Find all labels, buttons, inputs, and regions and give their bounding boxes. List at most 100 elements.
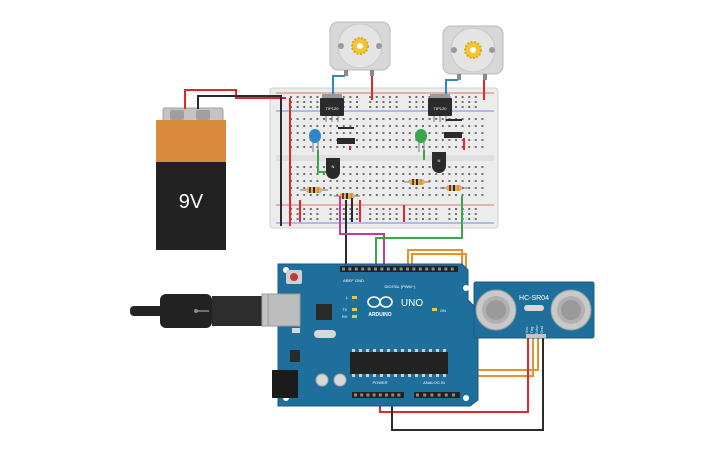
hole [474, 118, 477, 120]
hole [428, 194, 431, 196]
hole [342, 187, 345, 189]
diode-right[interactable] [444, 132, 462, 138]
npn-transistor-right[interactable]: N [432, 152, 446, 173]
resistor-1[interactable] [300, 187, 328, 193]
arduino-uno-board[interactable]: DIGITAL (PWM~) AREF GND L TX RX ARDUINO … [267, 263, 479, 407]
hole [389, 132, 391, 134]
power-header[interactable] [352, 392, 404, 398]
hole [429, 349, 432, 352]
hole [401, 374, 404, 377]
wire-arduino-green-left[interactable] [375, 196, 463, 266]
hole [375, 187, 378, 189]
hole [428, 208, 431, 210]
bottom-header-pins [354, 393, 455, 397]
digital-header[interactable] [340, 266, 458, 272]
hole [422, 101, 424, 103]
hole [443, 374, 446, 377]
wire-arduino-magenta[interactable] [339, 196, 385, 266]
hole [316, 125, 319, 127]
hole [474, 187, 477, 189]
hole [435, 194, 438, 196]
hole [443, 349, 446, 352]
npn-right-label: N [438, 158, 441, 163]
dc-motor-left[interactable] [329, 21, 391, 76]
hole [303, 166, 306, 168]
hole [468, 132, 471, 134]
hole [441, 125, 444, 127]
hole [356, 180, 358, 182]
hole [455, 96, 457, 98]
l-led-label: L [346, 295, 349, 300]
hole [435, 139, 438, 141]
battery-9v[interactable]: 9V [156, 107, 226, 250]
hole [402, 173, 405, 175]
dc-motor-right[interactable] [442, 25, 504, 80]
hole [316, 180, 319, 182]
resistor-4[interactable] [440, 185, 468, 191]
crystal [314, 330, 336, 338]
hole [395, 139, 398, 141]
resistor-2[interactable] [334, 193, 360, 199]
power-header-label: POWER [372, 380, 387, 385]
usb-icon [194, 309, 209, 313]
hole [374, 267, 377, 271]
hole [408, 96, 411, 98]
hole [389, 166, 391, 168]
hole [349, 213, 352, 215]
resistor-3[interactable] [404, 179, 430, 185]
hole [356, 106, 358, 108]
hole [461, 139, 464, 141]
wire-green-left[interactable] [317, 150, 326, 173]
hole [395, 194, 398, 196]
hole [468, 118, 471, 120]
wire-battery-negative[interactable] [197, 95, 282, 226]
hole [382, 96, 385, 98]
hole [290, 96, 292, 98]
hole [455, 218, 457, 220]
hole [423, 393, 427, 397]
hole [366, 374, 369, 377]
tip120-right[interactable]: TIP120 [428, 94, 452, 122]
hole [342, 180, 345, 182]
hole [418, 267, 422, 271]
hole [362, 194, 365, 196]
hole [342, 267, 345, 271]
hole [448, 146, 451, 148]
hole [474, 132, 477, 134]
hole [468, 139, 471, 141]
hole [336, 208, 339, 210]
hole [428, 118, 431, 120]
wire-battery-positive[interactable] [184, 89, 286, 109]
hole [303, 187, 306, 189]
hole [389, 194, 391, 196]
ultrasonic-sensor[interactable]: HC-SR04 Vcc Trig Echo Gnd [473, 281, 595, 339]
hole [375, 194, 378, 196]
hole [448, 125, 451, 127]
hole [329, 146, 332, 148]
hole [408, 166, 411, 168]
hole [380, 374, 383, 377]
wire-sensor-black[interactable] [391, 338, 544, 431]
hole [481, 132, 484, 134]
npn-transistor-left[interactable]: N [326, 158, 340, 179]
hole [422, 194, 424, 196]
hole [389, 125, 391, 127]
usb-cable[interactable] [130, 293, 285, 328]
tip120-left[interactable]: TIP120 [320, 94, 344, 122]
hole [474, 180, 477, 182]
hole [474, 218, 477, 220]
analog-header[interactable] [414, 392, 460, 398]
hole [448, 173, 451, 175]
hole [356, 187, 358, 189]
hole [389, 139, 391, 141]
hole [415, 173, 418, 175]
hole [422, 374, 425, 377]
hole [316, 218, 319, 220]
hole [354, 393, 357, 397]
hole [441, 146, 444, 148]
breadboard[interactable] [269, 87, 499, 229]
diode-left[interactable] [337, 138, 355, 144]
hole [369, 106, 372, 108]
hole [375, 125, 378, 127]
hole [382, 132, 385, 134]
